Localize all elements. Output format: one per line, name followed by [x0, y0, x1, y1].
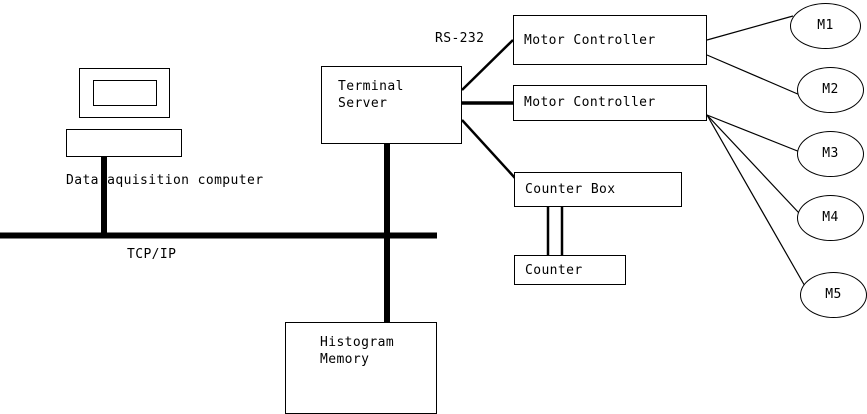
computer-base	[66, 129, 182, 157]
motor-m2-label: M2	[822, 82, 839, 97]
motor-controller-2-label: Motor Controller	[524, 95, 656, 110]
motor-controller-1-box[interactable]	[513, 15, 707, 65]
motor-m4-ellipse[interactable]	[797, 195, 864, 241]
histogram-memory-label: Histogram Memory	[320, 335, 395, 367]
motor-controller-2-box[interactable]	[513, 85, 707, 121]
motor-controller-2-to-m3-line	[706, 114, 801, 153]
tcpip-bus-label: TCP/IP	[127, 247, 177, 262]
terminal-server-label: Terminal Server	[338, 79, 404, 111]
motor-m4-label: M4	[822, 210, 839, 225]
counter-label: Counter	[525, 263, 583, 278]
motor-controller-1-to-m2-line	[706, 54, 801, 96]
motor-m3-ellipse[interactable]	[797, 131, 864, 177]
motor-m2-ellipse[interactable]	[797, 67, 864, 113]
motor-controller-2-to-m5-line	[706, 114, 807, 289]
computer-monitor-screen	[93, 80, 157, 106]
motor-m1-ellipse[interactable]	[790, 3, 861, 49]
motor-m5-label: M5	[825, 287, 842, 302]
motor-m5-ellipse[interactable]	[800, 272, 867, 318]
terminal-server-box[interactable]	[321, 66, 462, 144]
motor-controller-1-to-m1-line	[706, 15, 794, 41]
motor-controller-1-label: Motor Controller	[524, 33, 656, 48]
motor-controller-2-to-m4-line	[706, 114, 800, 214]
motor-m1-label: M1	[817, 18, 834, 33]
rs232-label: RS-232	[435, 31, 485, 46]
terminal-server-to-counter-box-line	[461, 119, 516, 179]
motor-m3-label: M3	[822, 146, 839, 161]
counter-box-box[interactable]	[514, 172, 682, 207]
counter-box-label: Counter Box	[525, 182, 616, 197]
terminal-server-to-motor-controller-1-line	[461, 39, 514, 91]
computer-caption: Data aquisition computer	[66, 173, 264, 188]
histogram-memory-box[interactable]	[285, 322, 437, 414]
counter-box[interactable]	[514, 255, 626, 285]
